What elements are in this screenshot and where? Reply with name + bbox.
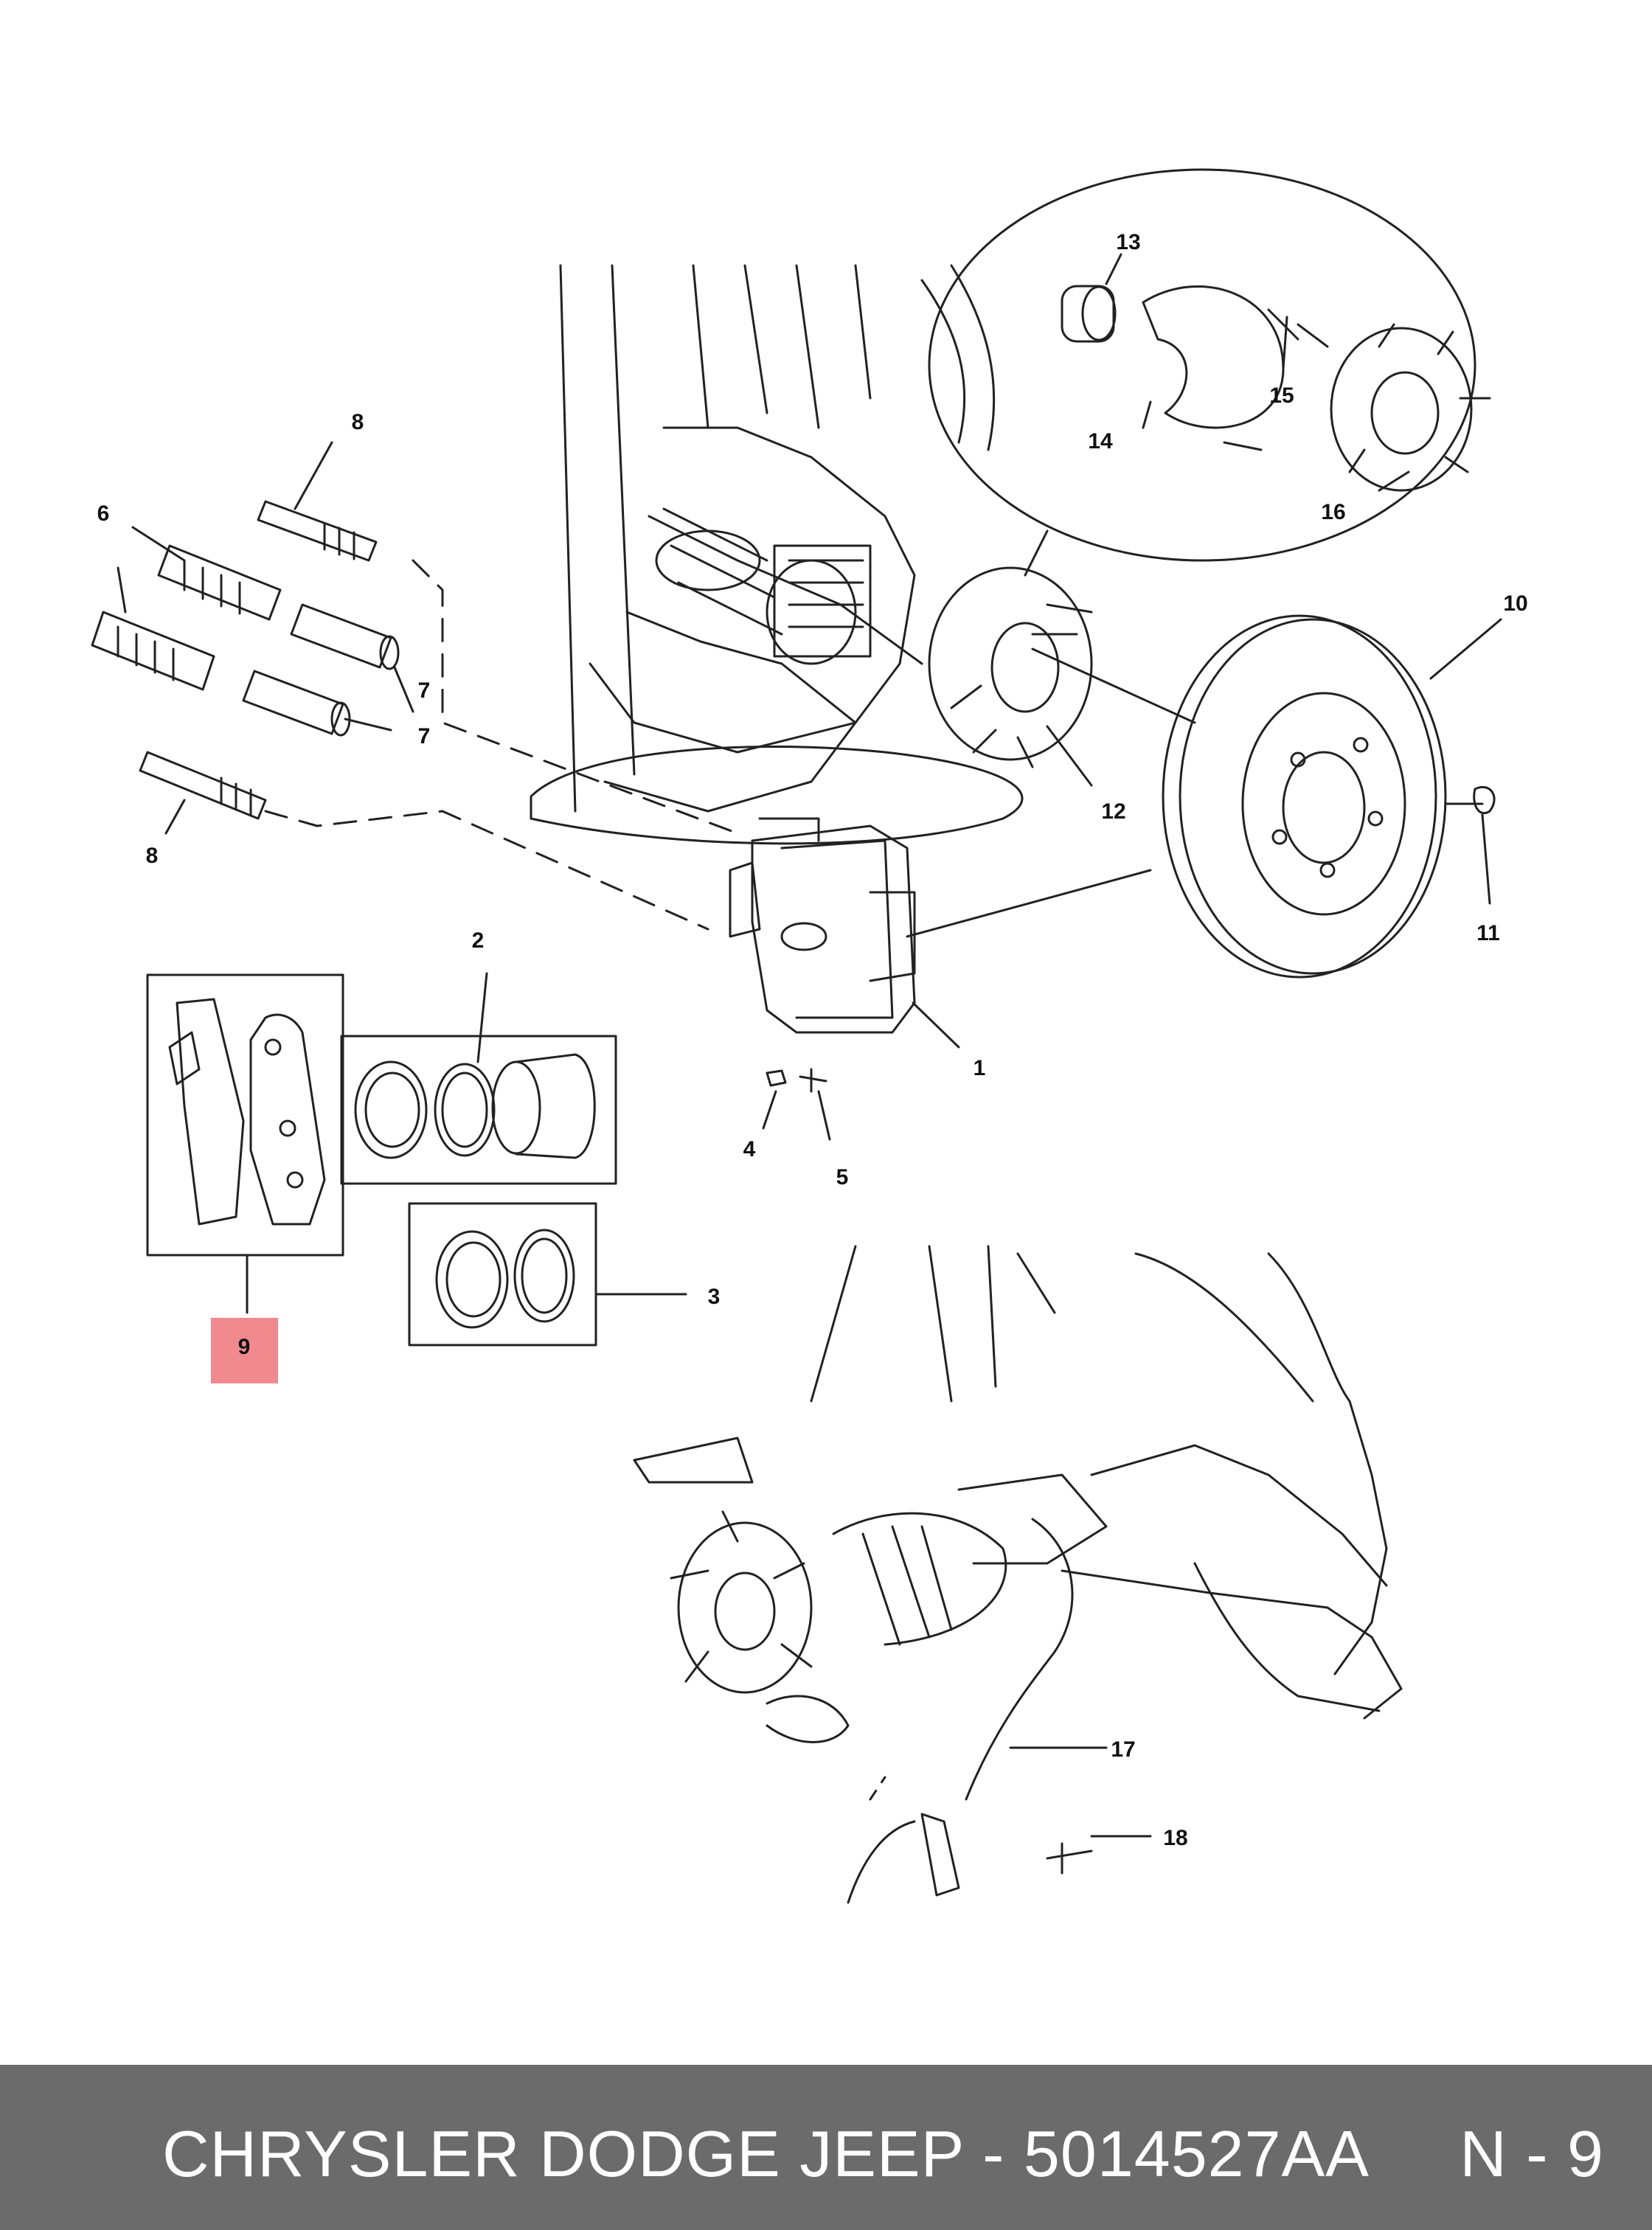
callout-12: 12 — [1101, 799, 1125, 824]
callout-7-upper: 7 — [418, 678, 431, 703]
callout-labels: 1 2 3 4 5 6 7 7 8 8 9 10 11 12 13 14 15 … — [97, 230, 1528, 1850]
lower-suspension-assembly — [633, 1245, 1403, 1904]
callout-17: 17 — [1111, 1737, 1135, 1762]
exploded-parts-diagram: 1 2 3 4 5 6 7 7 8 8 9 10 11 12 13 14 15 … — [91, 168, 1528, 1904]
callout-11: 11 — [1476, 921, 1500, 945]
leader-lines — [117, 253, 1502, 1838]
callout-3: 3 — [708, 1285, 721, 1309]
callout-9: 9 — [238, 1335, 251, 1359]
guide-pin-hardware — [91, 500, 739, 931]
callout-6: 6 — [97, 501, 110, 526]
brake-pad-box — [146, 973, 344, 1257]
callout-10: 10 — [1503, 591, 1527, 616]
small-clips — [766, 1068, 827, 1093]
callout-18: 18 — [1163, 1826, 1187, 1850]
brake-rotor — [906, 614, 1496, 979]
hub-bearing-inset — [928, 168, 1491, 577]
callout-1: 1 — [974, 1056, 986, 1080]
callout-7-lower: 7 — [418, 724, 431, 748]
footer-bar — [0, 2065, 1652, 2230]
upper-suspension-assembly — [530, 264, 1024, 845]
callout-2: 2 — [472, 928, 485, 953]
piston-seal-kit-box — [340, 1035, 617, 1185]
callout-8-lower: 8 — [146, 844, 159, 868]
callout-13: 13 — [1116, 230, 1140, 254]
seal-kit-box — [408, 1202, 597, 1347]
callout-15: 15 — [1269, 383, 1294, 408]
caliper — [729, 817, 916, 1034]
hub-flange — [928, 566, 1093, 768]
callout-5: 5 — [836, 1165, 849, 1189]
part-number-caption: CHRYSLER DODGE JEEP - 5014527AA N - 9 — [162, 2117, 1604, 2190]
callout-14: 14 — [1088, 429, 1113, 454]
callout-9-highlight — [211, 1318, 278, 1383]
callout-8-upper: 8 — [352, 410, 364, 434]
callout-4: 4 — [743, 1137, 756, 1161]
callout-16: 16 — [1321, 500, 1345, 524]
